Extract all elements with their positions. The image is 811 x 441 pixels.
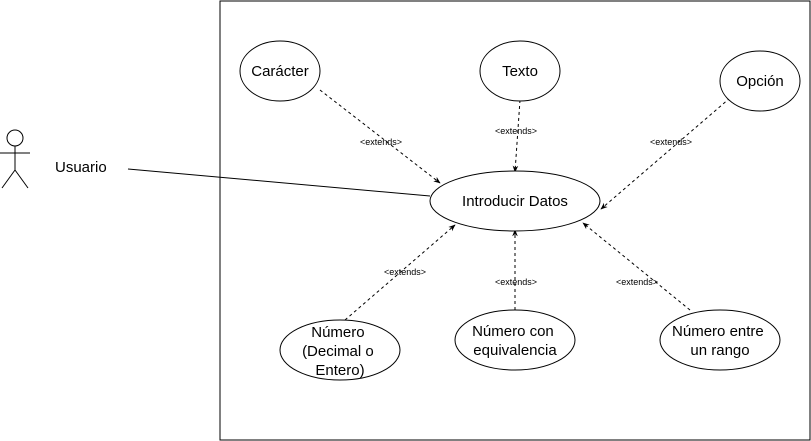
actor-head [6,129,24,147]
use-case-texto[interactable]: Texto [479,40,561,102]
extend-arrow-numero [344,224,456,321]
use-case-opcion-label: Opción [736,73,784,90]
association-usuario-introducir-datos [127,168,431,197]
actor-label: Usuario [55,159,107,176]
extend-label-numero-rango: <extends> [616,277,658,287]
use-case-texto-shape [479,40,561,102]
use-case-numero-label: Número (Decimal o Entero) [302,324,378,379]
extend-arrow-caracter [319,89,441,184]
extend-label-opcion: <extends> [650,137,692,147]
use-case-introducir-datos-label: Introducir Datos [462,193,568,210]
use-case-numero-equivalencia-shape [454,309,576,371]
use-case-numero-equivalencia-line-2: equivalencia [473,342,557,359]
use-case-numero-rango-label: Número entre un rango [672,323,768,359]
use-case-introducir-datos[interactable]: Introducir Datos [429,170,601,232]
extend-arrow-numero-rango [582,222,691,311]
use-case-numero[interactable]: Número (Decimal o Entero) [279,319,401,381]
extend-arrow-opcion [600,97,731,210]
use-case-opcion[interactable]: Opción [719,50,801,112]
use-case-numero-rango-line-1: Número entre [672,323,764,340]
use-case-numero-rango-shape [659,309,781,371]
extend-label-numero-equivalencia: <extends> [495,277,537,287]
extend-arrow-texto [512,99,521,173]
actor-stick-figure[interactable] [0,129,30,189]
use-case-numero-rango[interactable]: Número entre un rango [659,309,781,371]
use-case-caracter-shape [239,40,321,102]
use-case-caracter-label: Carácter [251,63,309,80]
extend-label-numero: <extends> [384,267,426,277]
actor-right-leg [14,169,29,189]
use-case-numero-line-3: Entero) [315,362,364,379]
use-case-introducir-datos-shape [429,170,601,232]
use-case-numero-equivalencia-label: Número con equivalencia [472,323,558,359]
use-case-numero-equivalencia-line-1: Número con [472,323,554,340]
use-case-numero-equivalencia[interactable]: Número con equivalencia [454,309,576,371]
use-case-texto-label: Texto [502,63,538,80]
actor-left-leg [1,169,16,189]
extend-label-texto: <extends> [495,126,537,136]
extend-label-caracter: <extends> [360,137,402,147]
use-case-caracter[interactable]: Carácter [239,40,321,102]
use-case-numero-rango-line-2: un rango [690,342,749,359]
use-case-numero-shape [279,319,401,381]
use-case-opcion-shape [719,50,801,112]
use-case-numero-line-1: Número [311,324,364,341]
use-case-numero-line-2: (Decimal o [302,343,374,360]
